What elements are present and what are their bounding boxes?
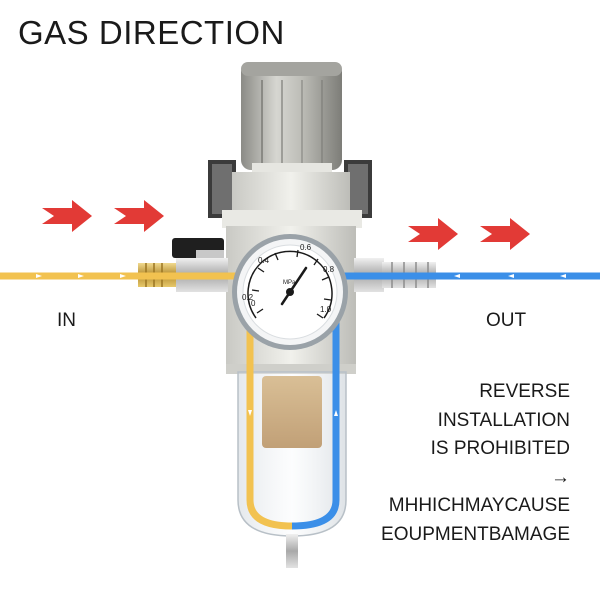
filter-bowl	[237, 371, 347, 568]
gauge-needle	[288, 266, 308, 294]
red-arrow-icon	[114, 200, 164, 232]
drain-valve	[286, 534, 298, 568]
flow-direction-icon	[508, 274, 514, 278]
adjustment-knob	[241, 62, 342, 175]
gauge-pivot	[286, 288, 294, 296]
flow-direction-icon	[454, 274, 460, 278]
outlet-flow-line	[291, 272, 600, 530]
gauge-tick-label: 1.0	[320, 305, 332, 314]
inlet-label: IN	[57, 310, 76, 331]
flow-direction-icon	[78, 274, 84, 278]
inlet-flow-line	[0, 272, 293, 530]
warning-line: REVERSE	[479, 381, 570, 402]
gauge-brand-label: MPa	[283, 280, 296, 286]
flow-direction-icon	[334, 410, 338, 416]
gauge-tick-label: 0.4	[258, 256, 270, 265]
red-arrow-icon	[42, 200, 92, 232]
outlet-direction-arrows	[408, 218, 530, 250]
diagram-title: GAS DIRECTION	[18, 14, 285, 51]
warning-line: MHHICHMAYCAUSE	[388, 495, 570, 516]
flow-direction-arrows	[36, 274, 566, 416]
warning-line: EOUPMENTBAMAGE	[381, 523, 570, 545]
flow-direction-icon	[248, 410, 252, 416]
gauge-tick-label: 0.2	[242, 293, 254, 302]
gauge-tick-label: 0	[251, 299, 256, 308]
outlet-label: OUT	[486, 310, 527, 331]
gauge-tick-label: 0.8	[323, 265, 335, 274]
flow-direction-icon	[36, 274, 42, 278]
red-arrow-icon	[480, 218, 530, 250]
red-arrow-icon	[408, 218, 458, 250]
filter-element	[262, 376, 322, 448]
flow-paths	[0, 272, 600, 530]
flow-direction-icon	[120, 274, 126, 278]
reverse-installation-warning: REVERSE INSTALLATION IS PROHIBITED → MHH…	[381, 378, 570, 549]
flow-direction-icon	[560, 274, 566, 278]
gauge-tick-label: 0.6	[300, 243, 312, 252]
warning-line: INSTALLATION	[437, 409, 570, 431]
warning-line: IS PROHIBITED	[430, 438, 570, 459]
warning-arrow: →	[551, 466, 570, 488]
pressure-gauge: 0 0.2 0.4 0.6 0.8 1.0 MPa	[232, 234, 348, 350]
inlet-direction-arrows	[42, 200, 164, 232]
